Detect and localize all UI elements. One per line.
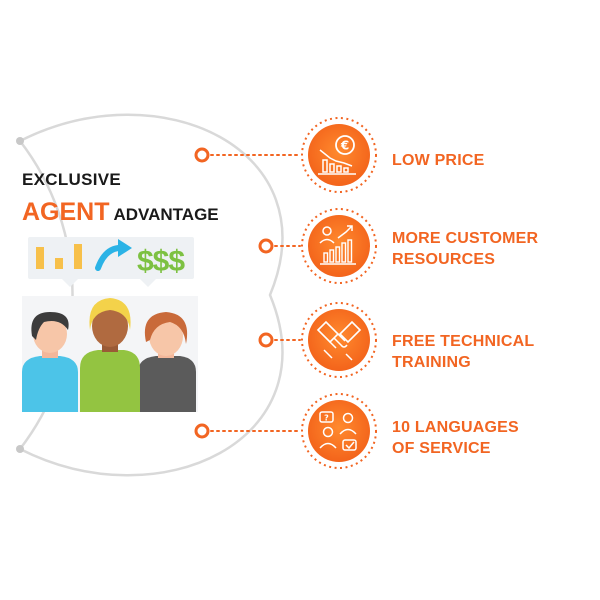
headline-exclusive: EXCLUSIVE <box>22 170 122 189</box>
benefit-label-customer-resources: MORE CUSTOMER RESOURCES <box>392 228 538 270</box>
chat-support-icon: ? <box>301 393 377 469</box>
benefit-label-line: RESOURCES <box>392 251 496 268</box>
euro-chart-icon: € <box>301 117 377 193</box>
benefit-label-technical-training: FREE TECHNICAL TRAINING <box>392 331 534 373</box>
connector-2 <box>258 238 301 254</box>
headline-accent: AGENT <box>22 198 110 226</box>
benefit-label-line: TRAINING <box>392 354 471 371</box>
headline-rest: ADVANTAGE <box>113 205 219 224</box>
benefit-label-languages: 10 LANGUAGES OF SERVICE <box>392 417 519 459</box>
team-illustration <box>22 296 198 412</box>
benefit-label-line: FREE TECHNICAL <box>392 333 535 350</box>
benefit-label-line: 10 LANGUAGES <box>392 419 519 436</box>
connector-1 <box>194 147 301 163</box>
money-text: $$$ <box>137 245 185 278</box>
chart-banner-illustration: $$$ <box>28 237 194 287</box>
arc-end-dot-bottom <box>16 445 24 453</box>
connector-3 <box>258 332 301 348</box>
svg-text:?: ? <box>324 414 329 423</box>
handshake-icon <box>301 302 377 378</box>
benefit-label-line: LOW PRICE <box>392 152 485 169</box>
arc-end-dot-top <box>16 137 24 145</box>
benefit-label-line: OF SERVICE <box>392 440 491 457</box>
arc-line-right <box>19 113 284 477</box>
benefit-label-low-price: LOW PRICE <box>392 150 484 171</box>
customer-growth-icon <box>301 208 377 284</box>
benefit-label-line: MORE CUSTOMER <box>392 230 539 247</box>
connector-4 <box>194 423 301 439</box>
svg-text:€: € <box>340 139 349 153</box>
